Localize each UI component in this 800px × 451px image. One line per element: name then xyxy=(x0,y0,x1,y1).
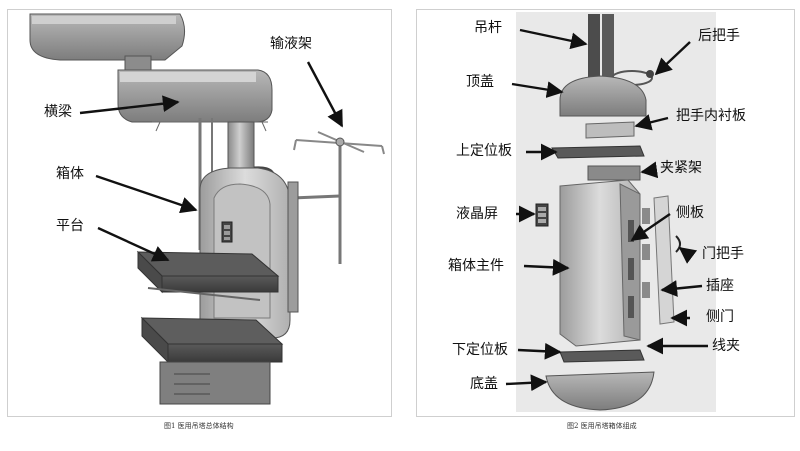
label-rear-handle: 后把手 xyxy=(698,28,740,44)
figure-2-caption: 图2 医用吊塔箱体组成 xyxy=(567,422,637,430)
label-platform: 平台 xyxy=(56,218,84,234)
pendant-tower-drawing xyxy=(29,13,385,405)
label-top-cover: 顶盖 xyxy=(466,74,494,90)
cabinet-exploded-drawing xyxy=(535,14,681,411)
figure-1-caption: 图1 医用吊塔总体结构 xyxy=(164,422,234,430)
label-lcd: 液晶屏 xyxy=(456,206,498,222)
label-upper-plate: 上定位板 xyxy=(456,143,512,159)
label-side-door: 侧门 xyxy=(706,309,734,325)
label-side-panel: 侧板 xyxy=(676,205,704,221)
label-bottom-cover: 底盖 xyxy=(470,376,498,392)
label-main-body: 箱体主件 xyxy=(448,258,504,274)
right-callout-arrows xyxy=(505,28,708,392)
label-clamp-frame: 夹紧架 xyxy=(660,160,702,176)
label-socket: 插座 xyxy=(706,278,734,294)
label-crossbeam: 横梁 xyxy=(44,104,72,120)
label-cabinet: 箱体 xyxy=(56,166,84,182)
label-lower-plate: 下定位板 xyxy=(452,342,508,358)
label-iv-stand: 输液架 xyxy=(270,36,312,52)
label-cable-clip: 线夹 xyxy=(712,338,740,354)
label-handle-liner: 把手内衬板 xyxy=(676,108,746,124)
left-callout-arrows xyxy=(79,61,344,262)
label-door-handle: 门把手 xyxy=(702,246,744,262)
label-boom: 吊杆 xyxy=(474,20,502,36)
